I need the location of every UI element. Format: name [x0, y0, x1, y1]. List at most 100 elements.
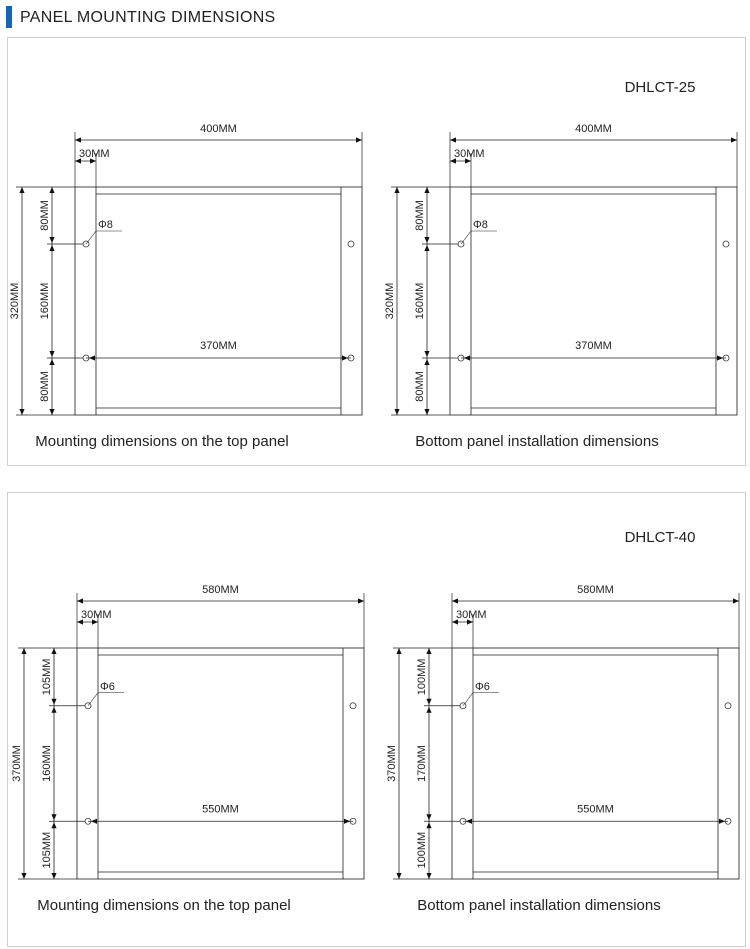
hole-diameter-label: Φ6	[475, 681, 490, 693]
height-label: 320MM	[384, 283, 396, 320]
arrowhead	[49, 409, 55, 415]
arrowhead	[75, 158, 81, 164]
arrowhead	[426, 648, 432, 654]
arrowhead	[51, 814, 57, 821]
arrowhead	[19, 409, 25, 415]
panel-outline	[76, 647, 365, 880]
hole-leader-line	[460, 230, 472, 245]
arrowhead	[733, 598, 739, 604]
segment-bottom-label: 80MM	[39, 371, 51, 402]
hole-leader-line	[85, 230, 97, 245]
hole-spacing-label: 370MM	[200, 340, 237, 352]
mounting-hole-icon	[347, 240, 355, 248]
segment-top-label: 100MM	[416, 659, 428, 696]
margin-label: 30MM	[456, 609, 487, 621]
arrowhead	[452, 598, 458, 604]
segment-bottom-label: 105MM	[41, 832, 53, 869]
arrowhead	[49, 359, 55, 365]
dimension-diagram: 580MM30MM370MM105MM160MM105MM550MMΦ6Moun…	[11, 584, 365, 914]
arrowhead	[51, 873, 57, 879]
height-label: 320MM	[9, 283, 21, 320]
arrowhead	[450, 137, 456, 143]
segment-top-label: 80MM	[414, 200, 426, 231]
arrowhead	[396, 648, 402, 654]
arrowhead	[426, 706, 432, 713]
arrowhead	[49, 187, 55, 193]
height-label: 370MM	[11, 745, 23, 782]
arrowhead	[344, 818, 350, 824]
arrowhead	[49, 237, 55, 243]
margin-label: 30MM	[79, 148, 110, 160]
width-label: 400MM	[200, 123, 237, 135]
diagram-caption: Bottom panel installation dimensions	[417, 897, 660, 914]
model-label: DHLCT-25	[625, 79, 696, 96]
arrowhead	[92, 619, 98, 625]
width-label: 580MM	[577, 584, 614, 596]
arrowhead	[77, 598, 83, 604]
hole-leader-line	[87, 692, 99, 706]
arrowhead	[89, 355, 95, 361]
arrowhead	[358, 598, 364, 604]
panel-outline	[449, 186, 738, 416]
arrowhead	[90, 158, 96, 164]
margin-label: 30MM	[81, 609, 112, 621]
arrowhead	[719, 818, 725, 824]
margin-label: 30MM	[454, 148, 485, 160]
hole-leader-line	[462, 692, 474, 706]
hole-diameter-label: Φ8	[98, 219, 113, 231]
arrowhead	[426, 698, 432, 705]
page-title: PANEL MOUNTING DIMENSIONS	[20, 9, 276, 26]
page-header: PANEL MOUNTING DIMENSIONS	[0, 0, 750, 36]
hole-spacing-label: 550MM	[577, 803, 614, 815]
arrowhead	[75, 137, 81, 143]
model-label: DHLCT-40	[625, 529, 696, 546]
arrowhead	[49, 245, 55, 251]
arrowhead	[424, 359, 430, 365]
arrowhead	[424, 237, 430, 243]
segment-middle-label: 160MM	[41, 745, 53, 782]
mounting-hole-icon	[722, 240, 730, 248]
arrowhead	[51, 822, 57, 829]
arrowhead	[424, 351, 430, 357]
arrowhead	[51, 698, 57, 705]
segment-top-label: 105MM	[41, 659, 53, 696]
segment-middle-label: 160MM	[414, 283, 426, 320]
header-accent-bar	[6, 6, 12, 28]
arrowhead	[464, 355, 470, 361]
arrowhead	[452, 619, 458, 625]
diagram-caption: Mounting dimensions on the top panel	[35, 433, 289, 450]
diagram-caption: Bottom panel installation dimensions	[415, 433, 658, 450]
arrowhead	[49, 351, 55, 357]
height-label: 370MM	[386, 745, 398, 782]
diagram-caption: Mounting dimensions on the top panel	[37, 897, 291, 914]
panel-outline	[451, 647, 740, 880]
arrowhead	[77, 619, 83, 625]
segment-top-label: 80MM	[39, 200, 51, 231]
dimension-diagram: 400MM30MM320MM80MM160MM80MM370MMΦ8Mounti…	[9, 123, 363, 450]
arrowhead	[450, 158, 456, 164]
arrowhead	[356, 137, 362, 143]
width-label: 400MM	[575, 123, 612, 135]
panel-outline	[74, 186, 363, 416]
arrowhead	[51, 706, 57, 713]
arrowhead	[424, 187, 430, 193]
arrowhead	[426, 873, 432, 879]
arrowhead	[394, 187, 400, 193]
arrowhead	[731, 137, 737, 143]
mounting-hole-icon	[349, 702, 357, 710]
arrowhead	[426, 814, 432, 821]
section-panel-dhlct-40	[7, 492, 746, 947]
dimension-diagram: 580MM30MM370MM100MM170MM100MM550MMΦ6Bott…	[386, 584, 740, 914]
segment-bottom-label: 100MM	[416, 832, 428, 869]
arrowhead	[394, 409, 400, 415]
hole-diameter-label: Φ6	[100, 681, 115, 693]
arrowhead	[396, 873, 402, 879]
width-label: 580MM	[202, 584, 239, 596]
arrowhead	[51, 648, 57, 654]
arrowhead	[19, 187, 25, 193]
hole-diameter-label: Φ8	[473, 219, 488, 231]
arrowhead	[466, 818, 472, 824]
arrowhead	[21, 648, 27, 654]
arrowhead	[424, 245, 430, 251]
